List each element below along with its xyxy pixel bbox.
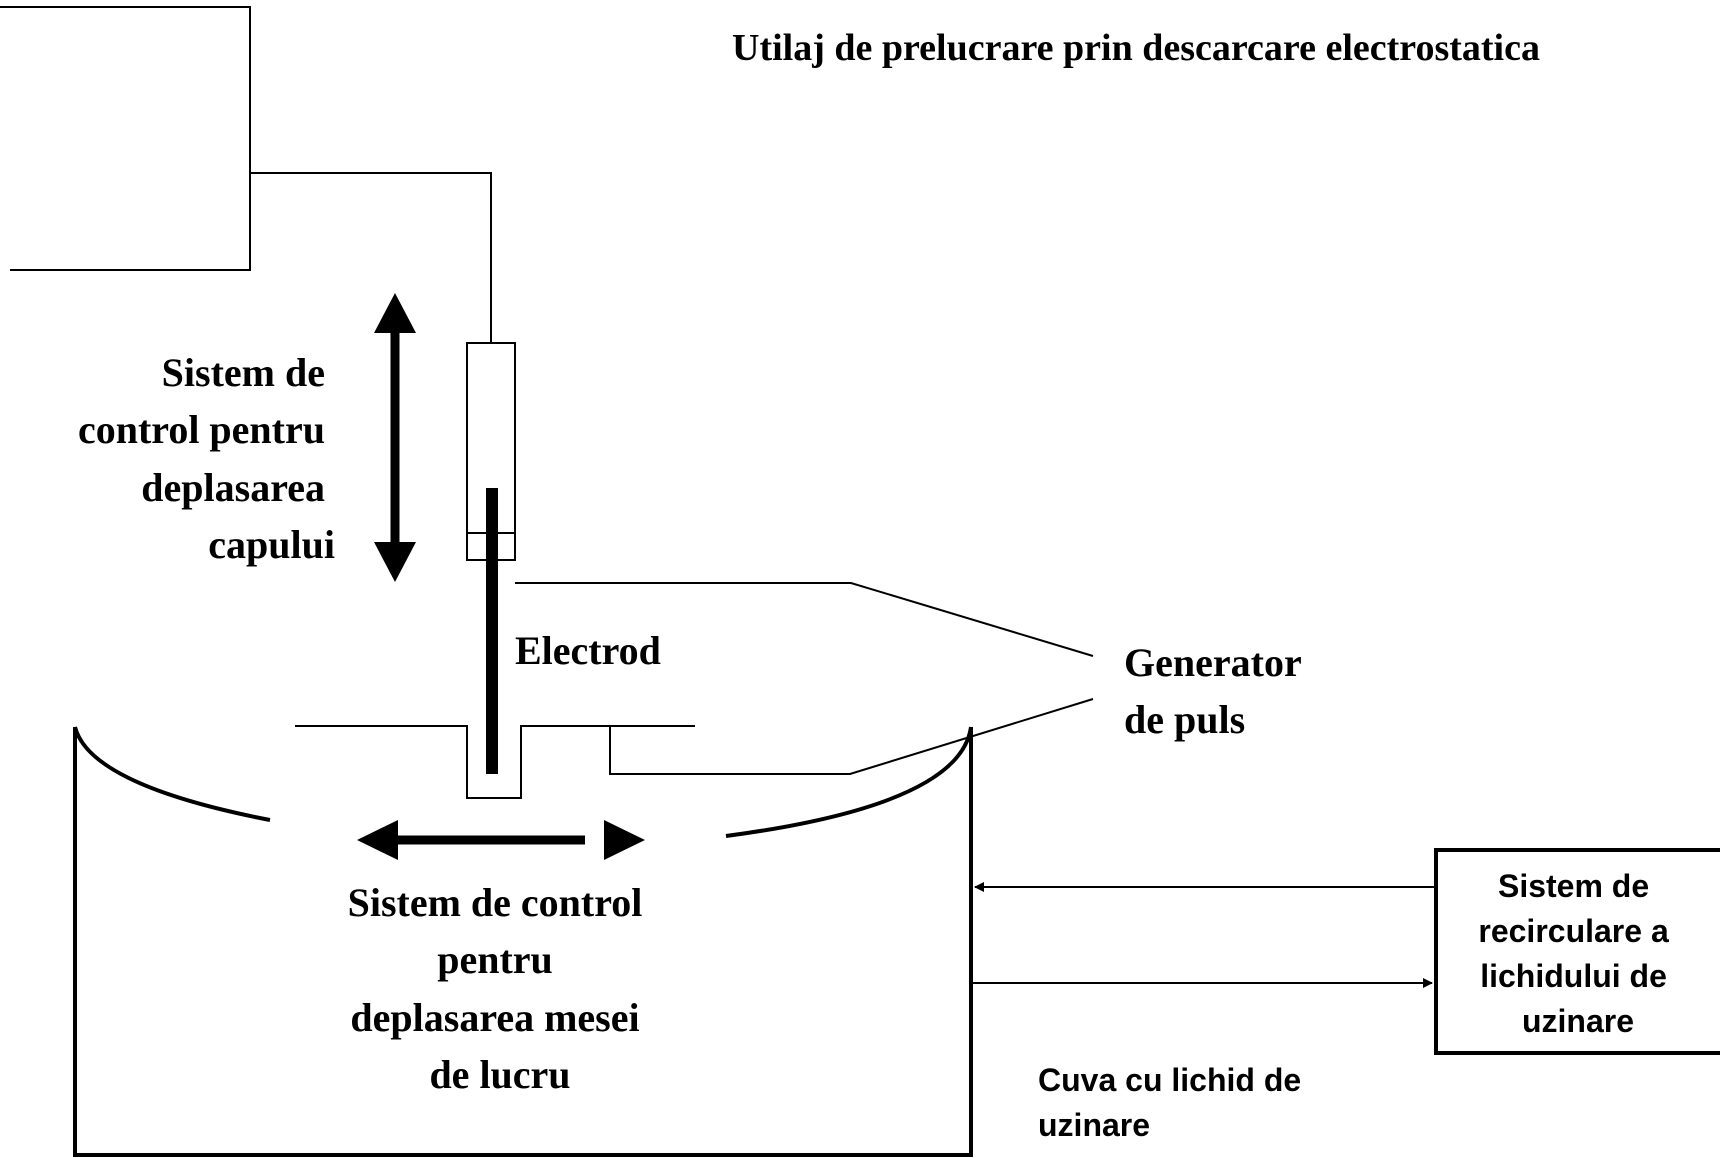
electrode-rod [486,488,498,774]
table-control-label: Sistem de control pentru deplasarea mese… [348,880,653,1097]
table-movement-arrow [357,820,645,860]
workpiece-table [295,725,695,799]
tank-liquid-left [73,726,271,822]
controller-cable [250,172,492,343]
diagram-title: Utilaj de prelucrare prin descarcare ele… [732,27,1540,69]
workpiece-connection [609,698,1094,775]
controller-box [0,6,251,271]
tank-walls [73,727,973,1157]
recirculation-label: Sistem de recirculare a lichidului de uz… [1478,868,1677,1039]
tank-label: Cuva cu lichid de uzinare [1038,1062,1310,1143]
head-movement-arrow [374,293,416,582]
electrode-connection [515,582,1094,657]
pulse-generator-label: Generator de puls [1124,640,1311,742]
head-control-label: Sistem de control pentru deplasarea capu… [78,350,335,567]
recirculation-box [1434,848,1720,1055]
tank-liquid-right [725,726,973,838]
electrode-label: Electrod [515,628,661,673]
